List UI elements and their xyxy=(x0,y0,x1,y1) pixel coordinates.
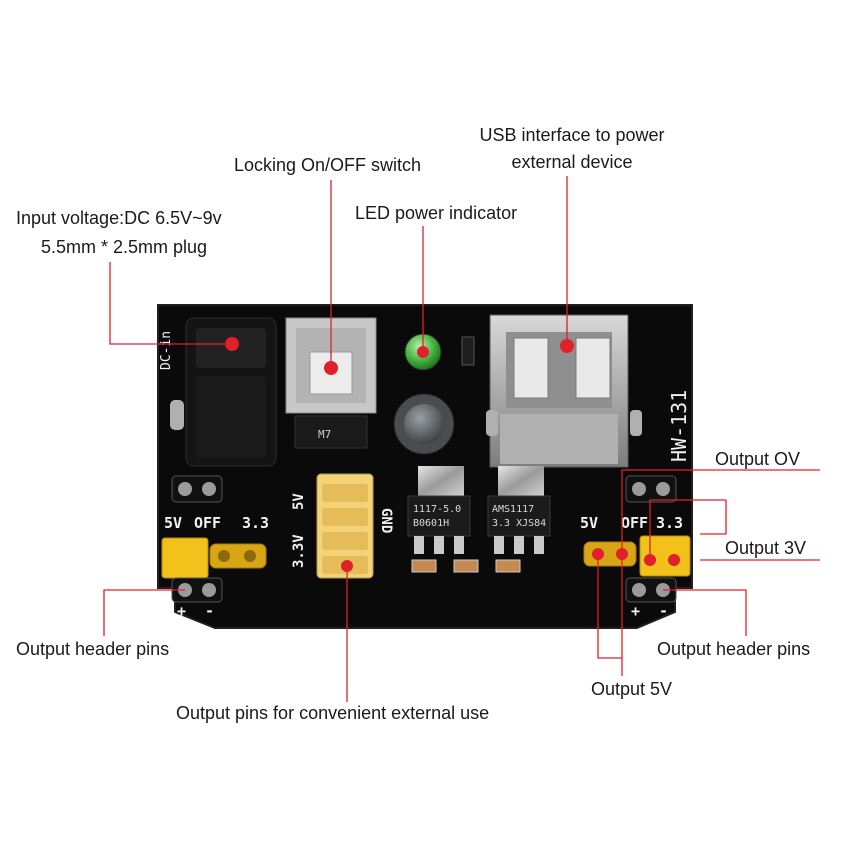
regulator-33v xyxy=(487,466,551,554)
label-usb-1: USB interface to power xyxy=(479,125,665,145)
label-input-voltage-2: 5.5mm * 2.5mm plug xyxy=(41,237,208,257)
callout-lines xyxy=(103,176,820,702)
model-label: HW-131 xyxy=(667,390,691,462)
usb-port xyxy=(489,314,629,468)
callout-line-header-right xyxy=(663,589,747,636)
right-plus: + xyxy=(631,602,640,620)
label-output-3v: Output 3V xyxy=(725,538,807,558)
header-left-top xyxy=(171,475,223,503)
label-output-0v: Output OV xyxy=(715,449,801,469)
switch-marking: M7 xyxy=(318,428,331,441)
reg1-line2: B0601H xyxy=(413,518,449,529)
label-switch: Locking On/OFF switch xyxy=(234,155,422,175)
right-off-label: OFF xyxy=(621,514,648,532)
left-off-label: OFF xyxy=(194,514,221,532)
regulator-5v xyxy=(407,466,471,554)
label-output-pins: Output pins for convenient external use xyxy=(176,703,490,723)
right-33-label: 3.3 xyxy=(656,514,683,532)
right-minus: - xyxy=(659,602,668,620)
dc-in-label: DC-in xyxy=(159,331,174,370)
callout-line-3v-b xyxy=(700,500,727,535)
callout-line-5v xyxy=(597,554,623,676)
label-header-right: Output header pins xyxy=(657,639,811,659)
dc-barrel-jack xyxy=(185,317,277,467)
right-voltage-jumper[interactable] xyxy=(583,535,691,577)
middle-output-header xyxy=(316,473,374,579)
header-right-bottom xyxy=(625,577,677,603)
left-plus: + xyxy=(177,602,186,620)
right-5v-label: 5V xyxy=(580,514,598,532)
power-led xyxy=(404,333,475,371)
left-voltage-jumper[interactable] xyxy=(161,537,267,579)
reg1-line1: 1117-5.0 xyxy=(413,504,461,515)
mid-5v-label: 5V xyxy=(291,493,307,510)
smd-components xyxy=(170,400,642,573)
capacitor xyxy=(393,393,455,455)
mid-33v-label: 3.3V xyxy=(291,534,307,568)
left-minus: - xyxy=(205,602,214,620)
callout-line-0v xyxy=(621,469,820,554)
reg2-line2: 3.3 XJS84 xyxy=(492,518,546,529)
callout-line-header-left xyxy=(103,589,185,636)
callout-line-3v-a xyxy=(649,499,726,560)
label-input-voltage-1: Input voltage:DC 6.5V~9v xyxy=(16,208,222,228)
left-33-label: 3.3 xyxy=(242,514,269,532)
reg2-line1: AMS1117 xyxy=(492,504,534,515)
label-usb-2: external device xyxy=(511,152,633,172)
left-5v-label: 5V xyxy=(164,514,182,532)
label-led: LED power indicator xyxy=(355,203,518,223)
gnd-label: GND xyxy=(378,508,394,533)
label-output-5v: Output 5V xyxy=(591,679,673,699)
header-right-top xyxy=(625,475,677,503)
label-header-left: Output header pins xyxy=(16,639,170,659)
callout-line-input xyxy=(109,262,232,345)
